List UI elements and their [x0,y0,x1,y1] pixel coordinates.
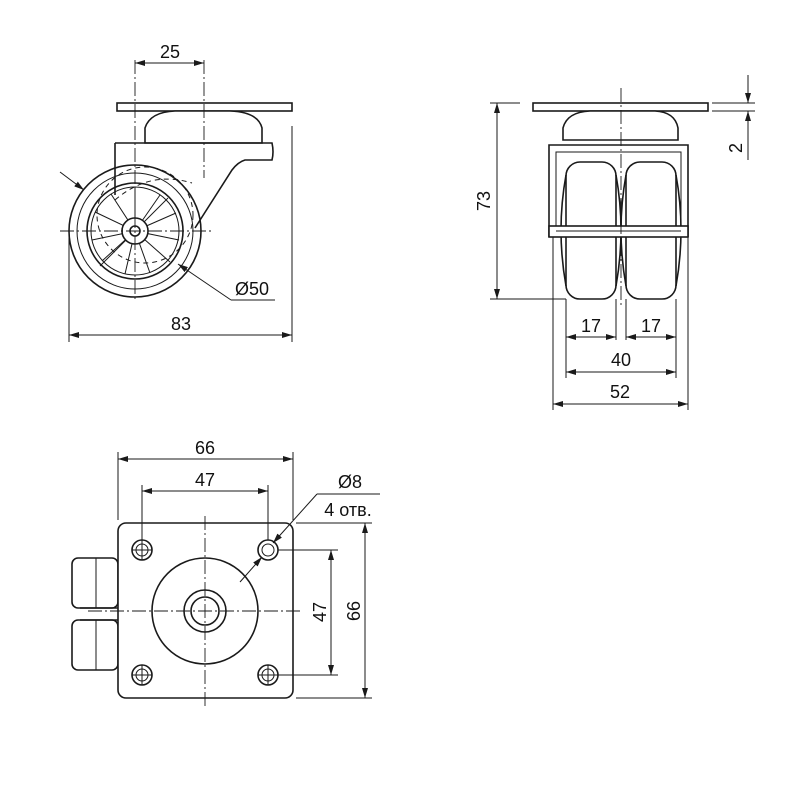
front-swivel-dome [562,110,679,141]
front-mount-plate [532,102,709,112]
dim-label-hole-count: 4 отв. [324,500,371,520]
dim-label-hole-diameter: Ø8 [338,472,362,492]
mount-plate [116,102,293,112]
front-fork [548,144,689,237]
dim-label-47-top: 47 [195,470,215,490]
swivel-dome [144,110,263,144]
fork-bracket [115,142,274,229]
hole-leader [272,493,318,544]
dim-label-wheel-diameter: Ø50 [235,279,269,299]
dim-label-66-right: 66 [344,601,364,621]
front-view: 73 2 17 17 40 52 [474,75,755,410]
dim-label-83: 83 [171,314,191,334]
dim-label-52: 52 [610,382,630,402]
plate-view: 66 47 Ø8 4 отв. 47 66 [71,438,380,708]
dim-label-73: 73 [474,191,494,211]
dim-label-2: 2 [726,143,746,153]
swivel-boss [151,557,259,665]
dim-label-47-right: 47 [310,602,330,622]
dim-label-17-right: 17 [641,316,661,336]
dim-label-17-left: 17 [581,316,601,336]
swivel-path-hidden [96,166,194,264]
center-hole-inner [190,596,220,626]
dim-label-66-top: 66 [195,438,215,458]
wheel-top-view-lower [71,619,119,671]
dim-label-40: 40 [611,350,631,370]
diameter-leader [177,263,232,301]
dim-label-25: 25 [160,42,180,62]
diameter-arrow-upper [59,171,85,191]
side-view: 25 Ø50 83 [59,42,293,342]
wheel-top-view-upper [71,557,119,609]
